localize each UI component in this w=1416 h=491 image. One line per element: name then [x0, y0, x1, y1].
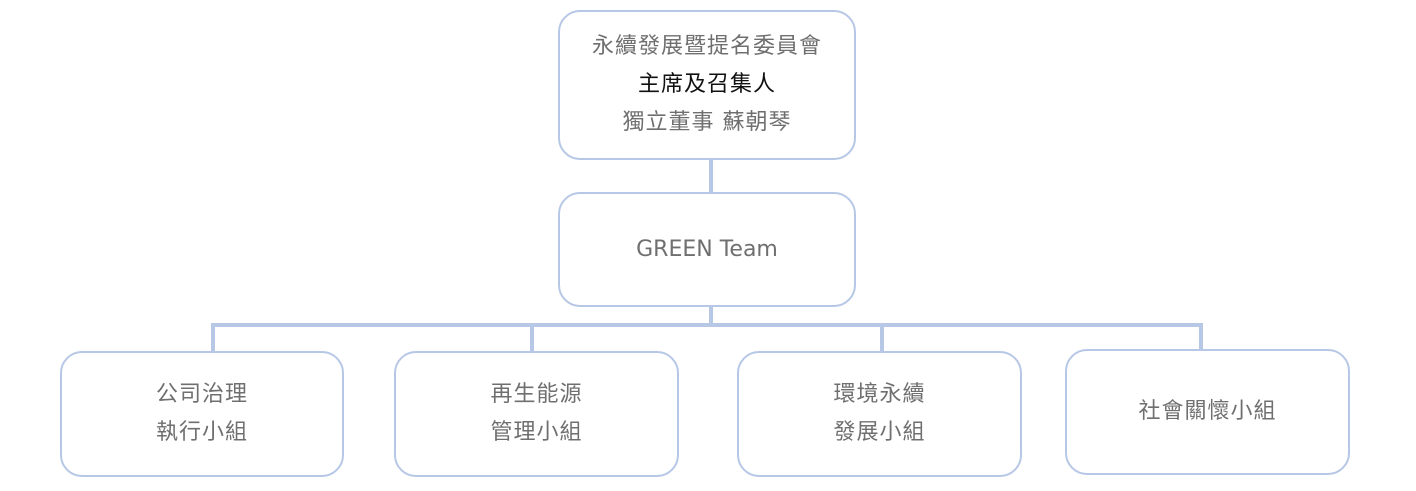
- group-label-line1: 環境永續: [833, 382, 926, 407]
- committee-name: 永續發展暨提名委員會: [591, 34, 822, 59]
- connector-drop-group-1: [211, 323, 215, 351]
- connector-team-branch: [709, 307, 713, 326]
- group-label-line1: 公司治理: [155, 382, 248, 407]
- group-label-line1: 再生能源: [490, 382, 583, 407]
- connector-committee-team: [709, 160, 713, 192]
- group-node-renewable-energy: 再生能源 管理小組: [394, 351, 679, 477]
- committee-node: 永續發展暨提名委員會 主席及召集人 獨立董事 蘇朝琴: [558, 10, 856, 160]
- group-node-social-care: 社會關懷小組: [1065, 349, 1350, 475]
- group-label-line2: 管理小組: [490, 420, 583, 445]
- connector-drop-group-4: [1199, 323, 1203, 349]
- green-team-node: GREEN Team: [558, 192, 856, 307]
- committee-role: 主席及召集人: [637, 72, 776, 97]
- connector-drop-group-3: [880, 323, 884, 351]
- group-node-corporate-governance: 公司治理 執行小組: [60, 351, 344, 477]
- group-label-line2: 發展小組: [833, 420, 926, 445]
- team-name: GREEN Team: [636, 236, 778, 262]
- group-node-environmental-sustainability: 環境永續 發展小組: [737, 351, 1022, 477]
- connector-drop-group-2: [530, 323, 534, 351]
- committee-chair: 獨立董事 蘇朝琴: [622, 110, 792, 135]
- connector-horizontal-bus: [211, 323, 1203, 327]
- group-label-line2: 執行小組: [155, 420, 248, 445]
- group-label-line1: 社會關懷小組: [1138, 399, 1277, 424]
